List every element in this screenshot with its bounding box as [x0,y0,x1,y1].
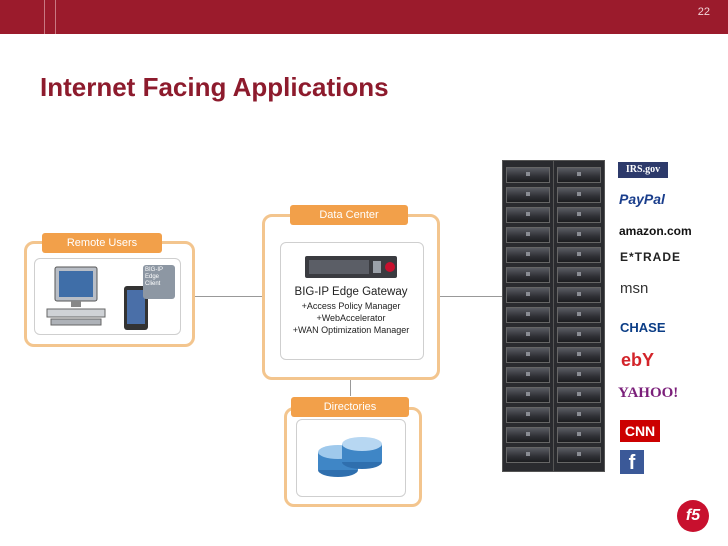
directories-inner [296,419,406,497]
banner-divider [44,0,45,34]
connector-line [190,296,280,297]
module-wan-optimization: +WAN Optimization Manager [292,325,410,335]
edge-client-text: BIG-IP Edge Client [145,267,163,287]
msn-logo: msn [620,280,649,297]
smartphone-icon [124,286,148,330]
remote-users-devices: BIG-IP Edge Client [34,258,181,335]
module-webaccelerator: +WebAccelerator [316,313,386,323]
server-unit [506,447,550,463]
server-rack-left [502,160,554,472]
server-unit [557,327,601,343]
server-unit [506,327,550,343]
server-unit [506,227,550,243]
gateway-title: BIG-IP Edge Gateway [294,286,408,298]
server-unit [557,447,601,463]
server-unit [506,167,550,183]
server-unit [506,187,550,203]
chase-logo: CHASE [620,320,666,335]
irs-logo: IRS.gov [618,162,668,178]
server-unit [557,227,601,243]
server-unit [506,407,550,423]
server-unit [506,387,550,403]
server-unit [506,287,550,303]
cnn-logo: CNN [620,420,660,442]
f5-logo: f5 [677,500,709,532]
server-rack-right [553,160,605,472]
server-unit [506,427,550,443]
server-unit [506,247,550,263]
gateway-card [280,242,424,360]
server-unit [557,427,601,443]
server-unit [557,247,601,263]
paypal-logo: PayPal [619,191,665,207]
server-unit [557,187,601,203]
server-unit [557,387,601,403]
server-unit [557,267,601,283]
directories-label: Directories [291,397,409,417]
server-unit [506,307,550,323]
top-banner: 22 [0,0,728,34]
gateway-appliance-icon [305,256,397,278]
server-unit [506,267,550,283]
server-unit [557,167,601,183]
module-access-policy: +Access Policy Manager [301,301,401,311]
server-unit [506,367,550,383]
server-unit [557,367,601,383]
yahoo-logo: YAHOO! [618,385,679,401]
etrade-logo: E*TRADE [620,250,682,264]
server-unit [506,347,550,363]
edge-client-badge: BIG-IP Edge Client [143,265,175,299]
server-unit [557,307,601,323]
banner-divider [55,0,56,34]
server-unit [557,347,601,363]
server-unit [506,207,550,223]
slide-title: Internet Facing Applications [40,72,389,102]
remote-users-label: Remote Users [42,233,162,253]
ebay-logo: ebY [621,350,655,370]
page-number: 22 [697,6,710,18]
database-icon [318,437,382,477]
desktop-computer-icon [46,266,106,326]
amazon-logo: amazon.com [619,224,692,238]
server-unit [557,407,601,423]
server-unit [557,287,601,303]
connector-line [350,376,351,396]
server-unit [557,207,601,223]
facebook-logo: f [620,450,644,474]
connector-line [424,296,504,297]
data-center-label: Data Center [290,205,408,225]
